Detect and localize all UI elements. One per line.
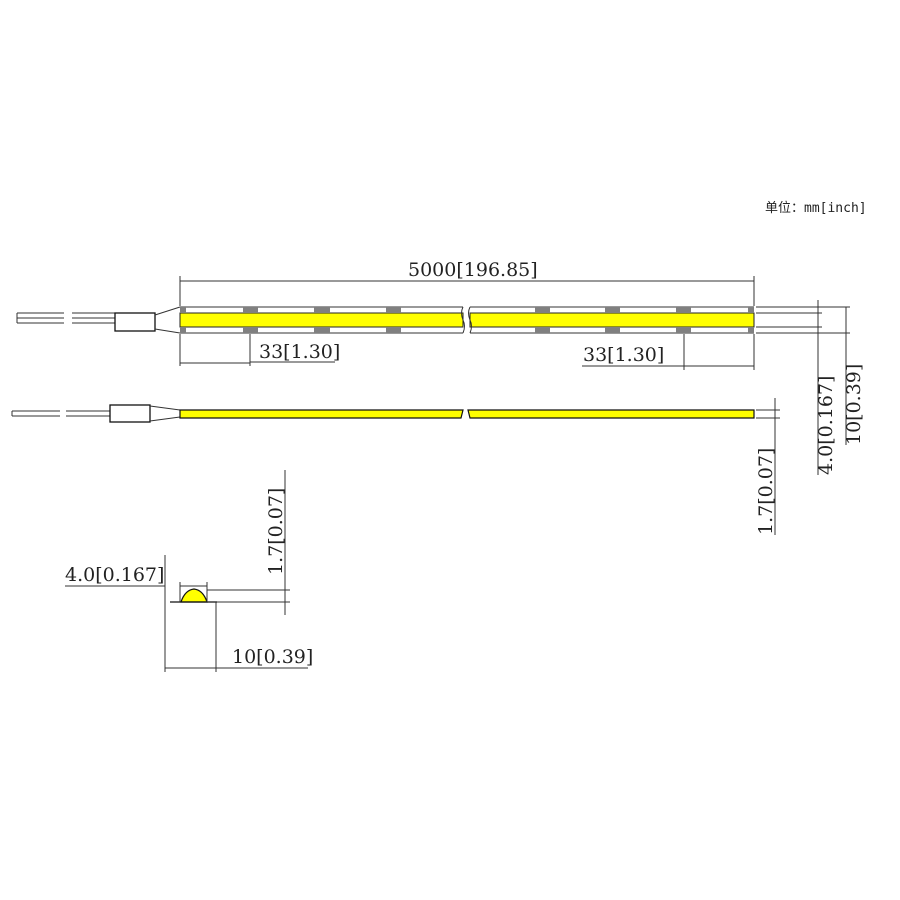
led-width-dimension: 4.0[0.167] [815,376,837,475]
solder-pad [314,327,330,333]
solder-pad [386,327,401,333]
solder-pad [535,307,550,313]
unit-label: 单位：mm[inch] [765,201,867,216]
section-led-width: 4.0[0.167] [65,564,164,586]
solder-pad [243,327,258,333]
side-view: 1.7[0.07] [11,398,780,535]
solder-pad [535,327,550,333]
length-dimension: 5000[196.85] [408,259,538,281]
solder-pad [748,307,754,313]
top-view: 5000[196.85] 33[1.30] 33[1.30] 4.0[0.167… [16,259,865,475]
solder-pad [314,307,330,313]
solder-pad [676,307,691,313]
thickness-dimension: 1.7[0.07] [755,448,777,535]
strip-width-dimension: 10[0.39] [843,364,865,445]
led-dome [180,588,208,603]
strip-side-right [467,409,755,419]
solder-pad [605,327,620,333]
solder-pad [676,327,691,333]
strip-top [179,306,755,334]
solder-pad [748,327,754,333]
solder-pad [605,307,620,313]
solder-pad [180,327,186,333]
wire-left [16,306,181,334]
led-cob-left [179,312,464,328]
section-strip-width: 10[0.39] [232,646,313,668]
solder-pad [386,307,401,313]
solder-pad [180,307,186,313]
cut-length-right: 33[1.30] [583,344,664,366]
led-cob-right [469,312,755,328]
solder-pads [180,307,754,333]
cross-section: 10[0.39] 4.0[0.167] 1.7[0.07] [65,470,313,672]
cut-length-left: 33[1.30] [259,341,340,363]
strip-side-left [179,409,464,419]
section-thickness: 1.7[0.07] [265,488,287,575]
solder-pad [243,307,258,313]
